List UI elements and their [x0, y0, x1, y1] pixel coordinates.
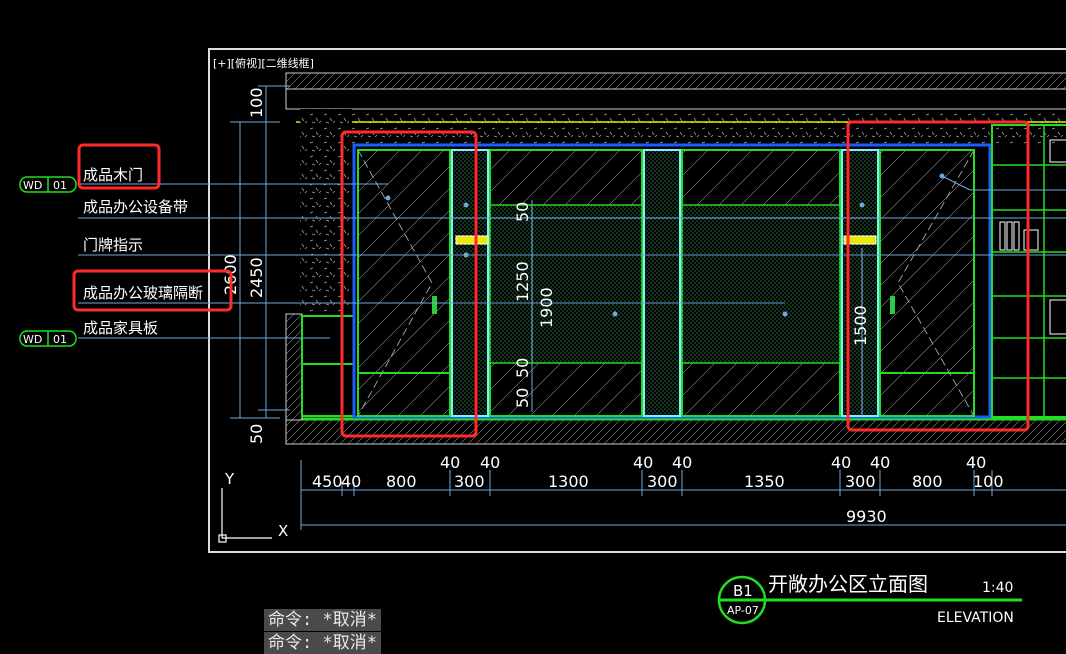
dim-lower-row: 450 40 800 300 1300 300 1350 300 800 100 — [312, 472, 1004, 491]
right-wood-door — [879, 149, 975, 417]
dim-up-40-7: 40 — [966, 453, 986, 472]
glass-panel-1-band — [489, 204, 643, 364]
bookshelf-shelves — [992, 125, 1066, 417]
left-wall-concrete — [300, 109, 352, 314]
bookshelf — [991, 124, 1066, 418]
label-door-sign[interactable]: 门牌指示 — [83, 236, 143, 254]
ucs-y-label: Y — [224, 470, 235, 488]
viewport-frame — [208, 48, 1066, 553]
highlight-boxes — [72, 120, 1030, 438]
dim-up-40-6: 40 — [870, 453, 890, 472]
left-sidelight — [451, 149, 489, 417]
concrete-beam — [300, 110, 1066, 146]
callout-leaders — [78, 175, 1066, 339]
tag-top-right: 01 — [53, 179, 67, 192]
drawing-subtitle: ELEVATION — [937, 610, 1014, 626]
dim-glass-1900: 1900 — [537, 287, 556, 328]
tag-bottom-right: 01 — [53, 333, 67, 346]
dim-h-1300: 1300 — [548, 472, 589, 491]
dim-up-40-4: 40 — [672, 453, 692, 472]
dim-h-800a: 800 — [386, 472, 417, 491]
left-door-swing — [357, 149, 433, 417]
dim-h-300b: 300 — [647, 472, 678, 491]
dim-up-40-2: 40 — [480, 453, 500, 472]
horizontal-dim-lines — [300, 460, 1066, 530]
left-wall-base — [285, 313, 303, 421]
material-tag-bottom[interactable]: WD 01 — [19, 330, 77, 347]
highlight-right-door — [846, 120, 1030, 432]
ucs-icon — [218, 488, 272, 543]
ucs-x-label: X — [278, 522, 288, 540]
label-furniture-board[interactable]: 成品家具板 — [83, 319, 158, 337]
dim-up-40-3: 40 — [633, 453, 653, 472]
dim-glass-1250: 1250 — [513, 261, 532, 302]
label-glass-partition[interactable]: 成品办公玻璃隔断 — [83, 284, 203, 302]
dim-glass-50-top: 50 — [513, 202, 532, 222]
tag-bottom-left: WD — [23, 333, 42, 346]
dim-glass-50-bottom: 50 — [513, 388, 532, 408]
center-sidelight — [643, 149, 681, 417]
left-door-handle — [432, 296, 437, 314]
right-door-handle — [890, 296, 895, 314]
label-wood-door[interactable]: 成品木门 — [83, 166, 143, 184]
highlight-label-door — [77, 143, 161, 190]
drawing-scale: 1:40 — [982, 580, 1013, 596]
bookshelf-books — [999, 139, 1066, 335]
dim-h-1350: 1350 — [744, 472, 785, 491]
tag-top-left: WD — [23, 179, 42, 192]
dim-h-800b: 800 — [912, 472, 943, 491]
highlight-label-glass — [72, 269, 233, 312]
vertical-dim-lines — [230, 85, 863, 419]
glass-panel-2-band — [681, 204, 841, 364]
dim-up-40-5: 40 — [831, 453, 851, 472]
drawing-title: 开敞办公区立面图 — [768, 572, 928, 596]
dim-h-300a: 300 — [454, 472, 485, 491]
dim-v-2450: 2450 — [247, 257, 266, 298]
dim-upper-row: 40 40 40 40 40 40 40 — [440, 453, 986, 472]
left-door-sign — [455, 235, 489, 245]
label-equipment-strip[interactable]: 成品办公设备带 — [83, 198, 188, 216]
dim-h-40a: 40 — [341, 472, 361, 491]
bubble-bottom-text: AP-07 — [727, 604, 759, 617]
dim-h-100: 100 — [973, 472, 1004, 491]
right-door-swing — [897, 149, 975, 417]
right-door-sign — [843, 235, 877, 245]
bubble-top-text: B1 — [733, 582, 753, 600]
dim-right-door-1500: 1500 — [851, 305, 870, 346]
callout-dots — [385, 173, 945, 317]
ceiling-slab — [285, 72, 1066, 90]
dim-v-50: 50 — [247, 424, 266, 444]
dim-h-300c: 300 — [845, 472, 876, 491]
material-tag-top[interactable]: WD 01 — [19, 176, 77, 193]
command-history-line-2: 命令: *取消* — [264, 632, 381, 654]
dim-glass-50-mid: 50 — [513, 358, 532, 378]
dim-v-100: 100 — [247, 87, 266, 118]
furniture-panel — [301, 315, 355, 417]
title-bubble — [717, 575, 1022, 625]
highlight-left-door — [340, 130, 478, 438]
dim-h-450: 450 — [312, 472, 343, 491]
viewport-label[interactable]: [+][俯视][二维线框] — [213, 56, 314, 70]
ceiling-soffit — [285, 88, 1066, 110]
dim-total-9930: 9930 — [846, 507, 887, 526]
command-history-line-1: 命令: *取消* — [264, 609, 381, 631]
dim-up-40-1: 40 — [440, 453, 460, 472]
floor-slab — [285, 419, 1066, 445]
left-wood-door — [357, 149, 451, 417]
